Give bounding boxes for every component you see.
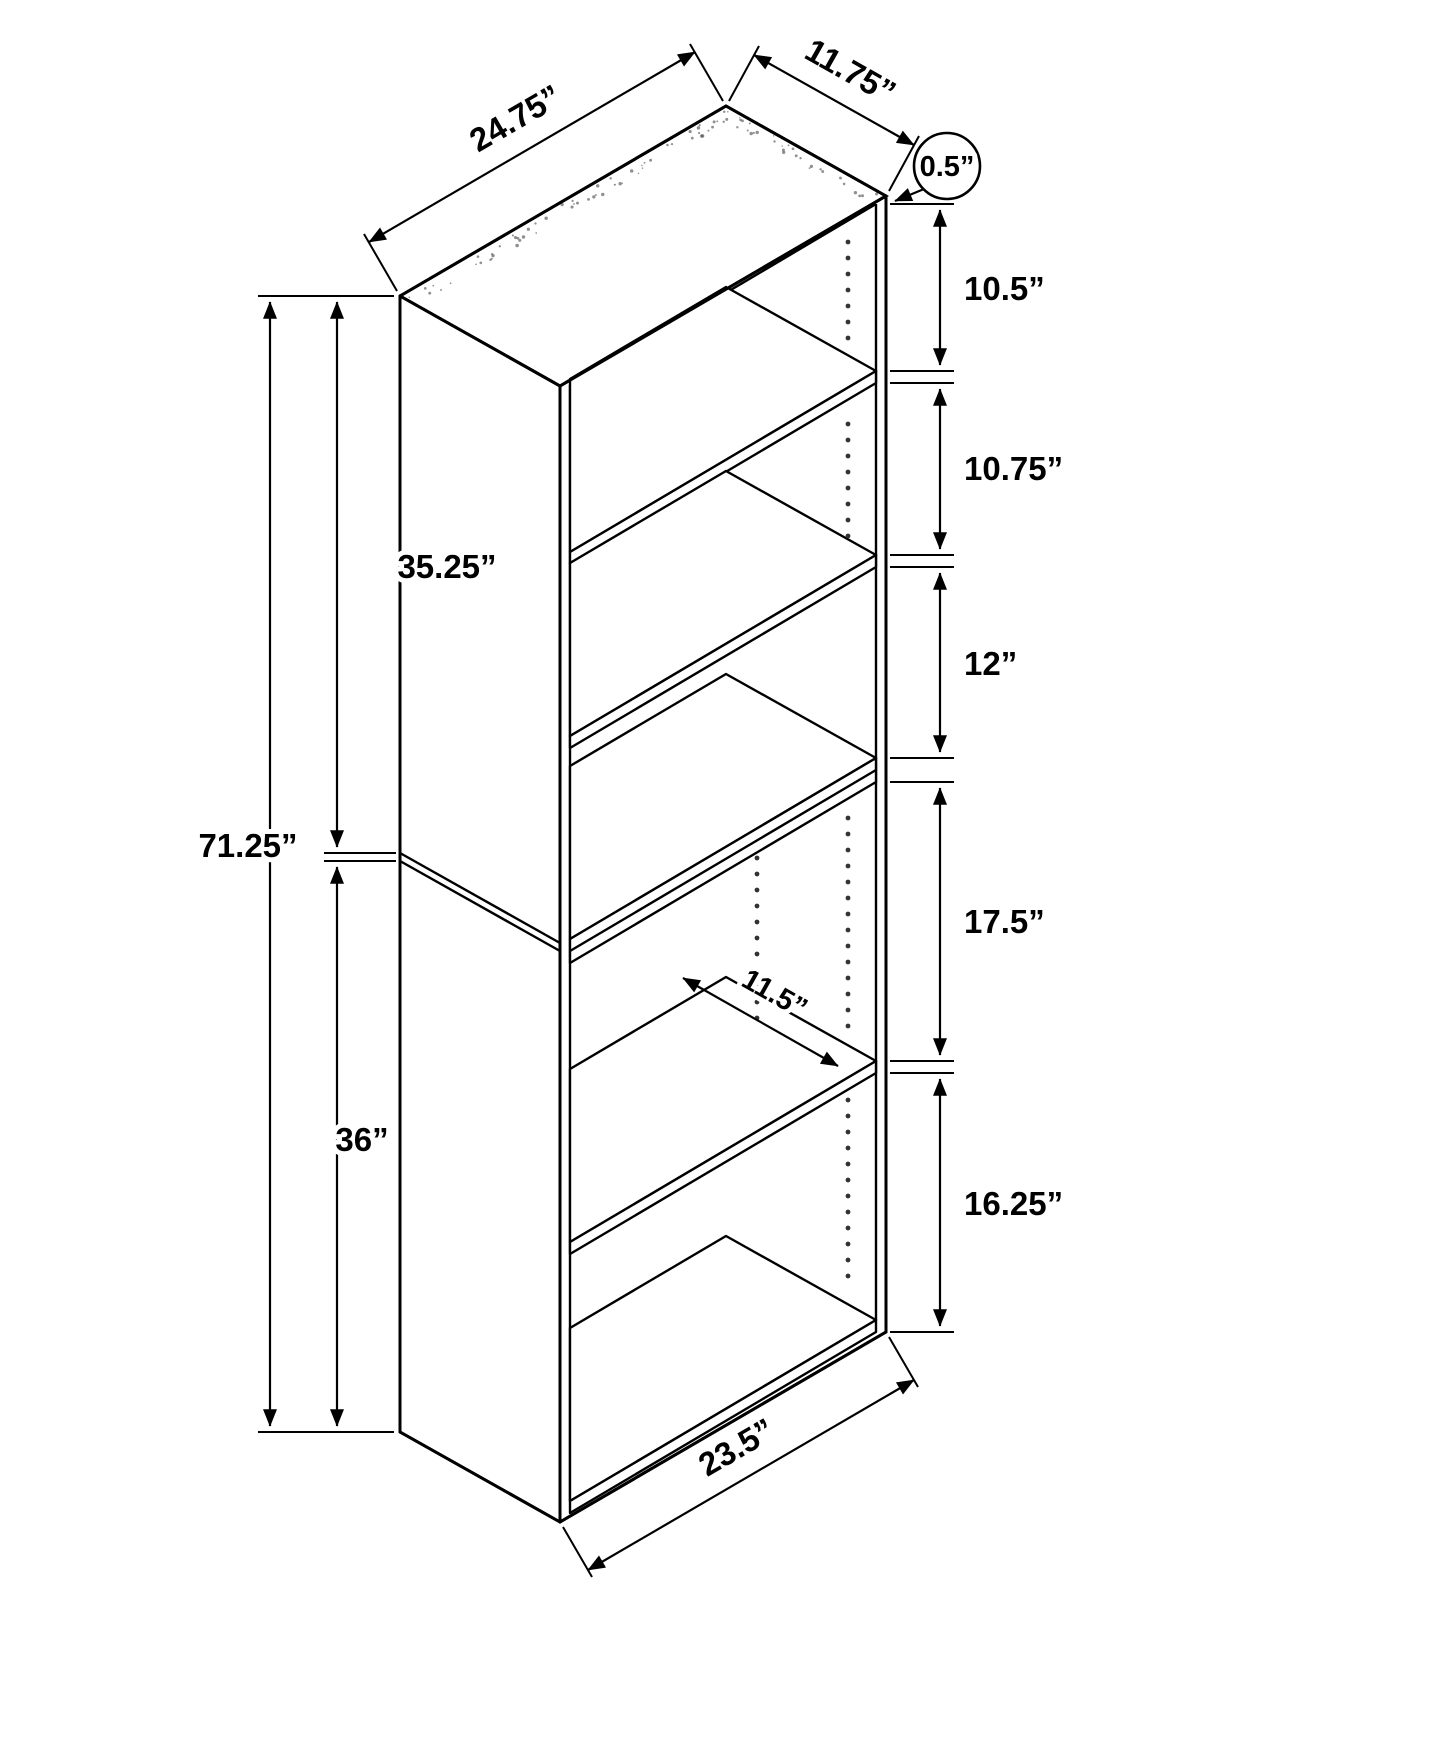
left-side-panel	[398, 294, 562, 1524]
dimension-label-upper-height: 35.25”	[397, 548, 496, 585]
dimension-label-total-height: 71.25”	[198, 827, 297, 864]
thickness-callout-circle	[912, 131, 982, 201]
height-dimensions: 35.25” 71.25” 36”	[193, 295, 502, 1433]
dimension-label-lower-height: 36”	[335, 1121, 388, 1158]
dimension-label-gap-1: 10.5”	[964, 270, 1045, 307]
dimension-label-gap-2: 10.75”	[964, 450, 1063, 487]
side-panel-seam	[399, 851, 561, 953]
shelf-4-front-edge	[568, 1059, 878, 1256]
dimension-label-gap-4: 17.5”	[964, 903, 1045, 940]
dimension-label-top-depth: 11.75”	[799, 31, 902, 111]
shelves	[568, 285, 878, 1515]
dimension-label-panel-thickness: 0.5”	[920, 151, 975, 183]
divider-seam-line	[569, 768, 877, 953]
dimension-label-gap-3: 12”	[964, 645, 1017, 682]
shelf-2-front-edge	[568, 553, 878, 750]
shelf-spacing-dimensions: 10.5” 10.75” 12” 17.5” 16.25”	[890, 203, 1068, 1333]
dimension-label-top-width: 24.75”	[463, 77, 567, 159]
dimension-label-gap-5: 16.25”	[964, 1185, 1063, 1222]
thickness-leader-arrow	[894, 187, 925, 203]
